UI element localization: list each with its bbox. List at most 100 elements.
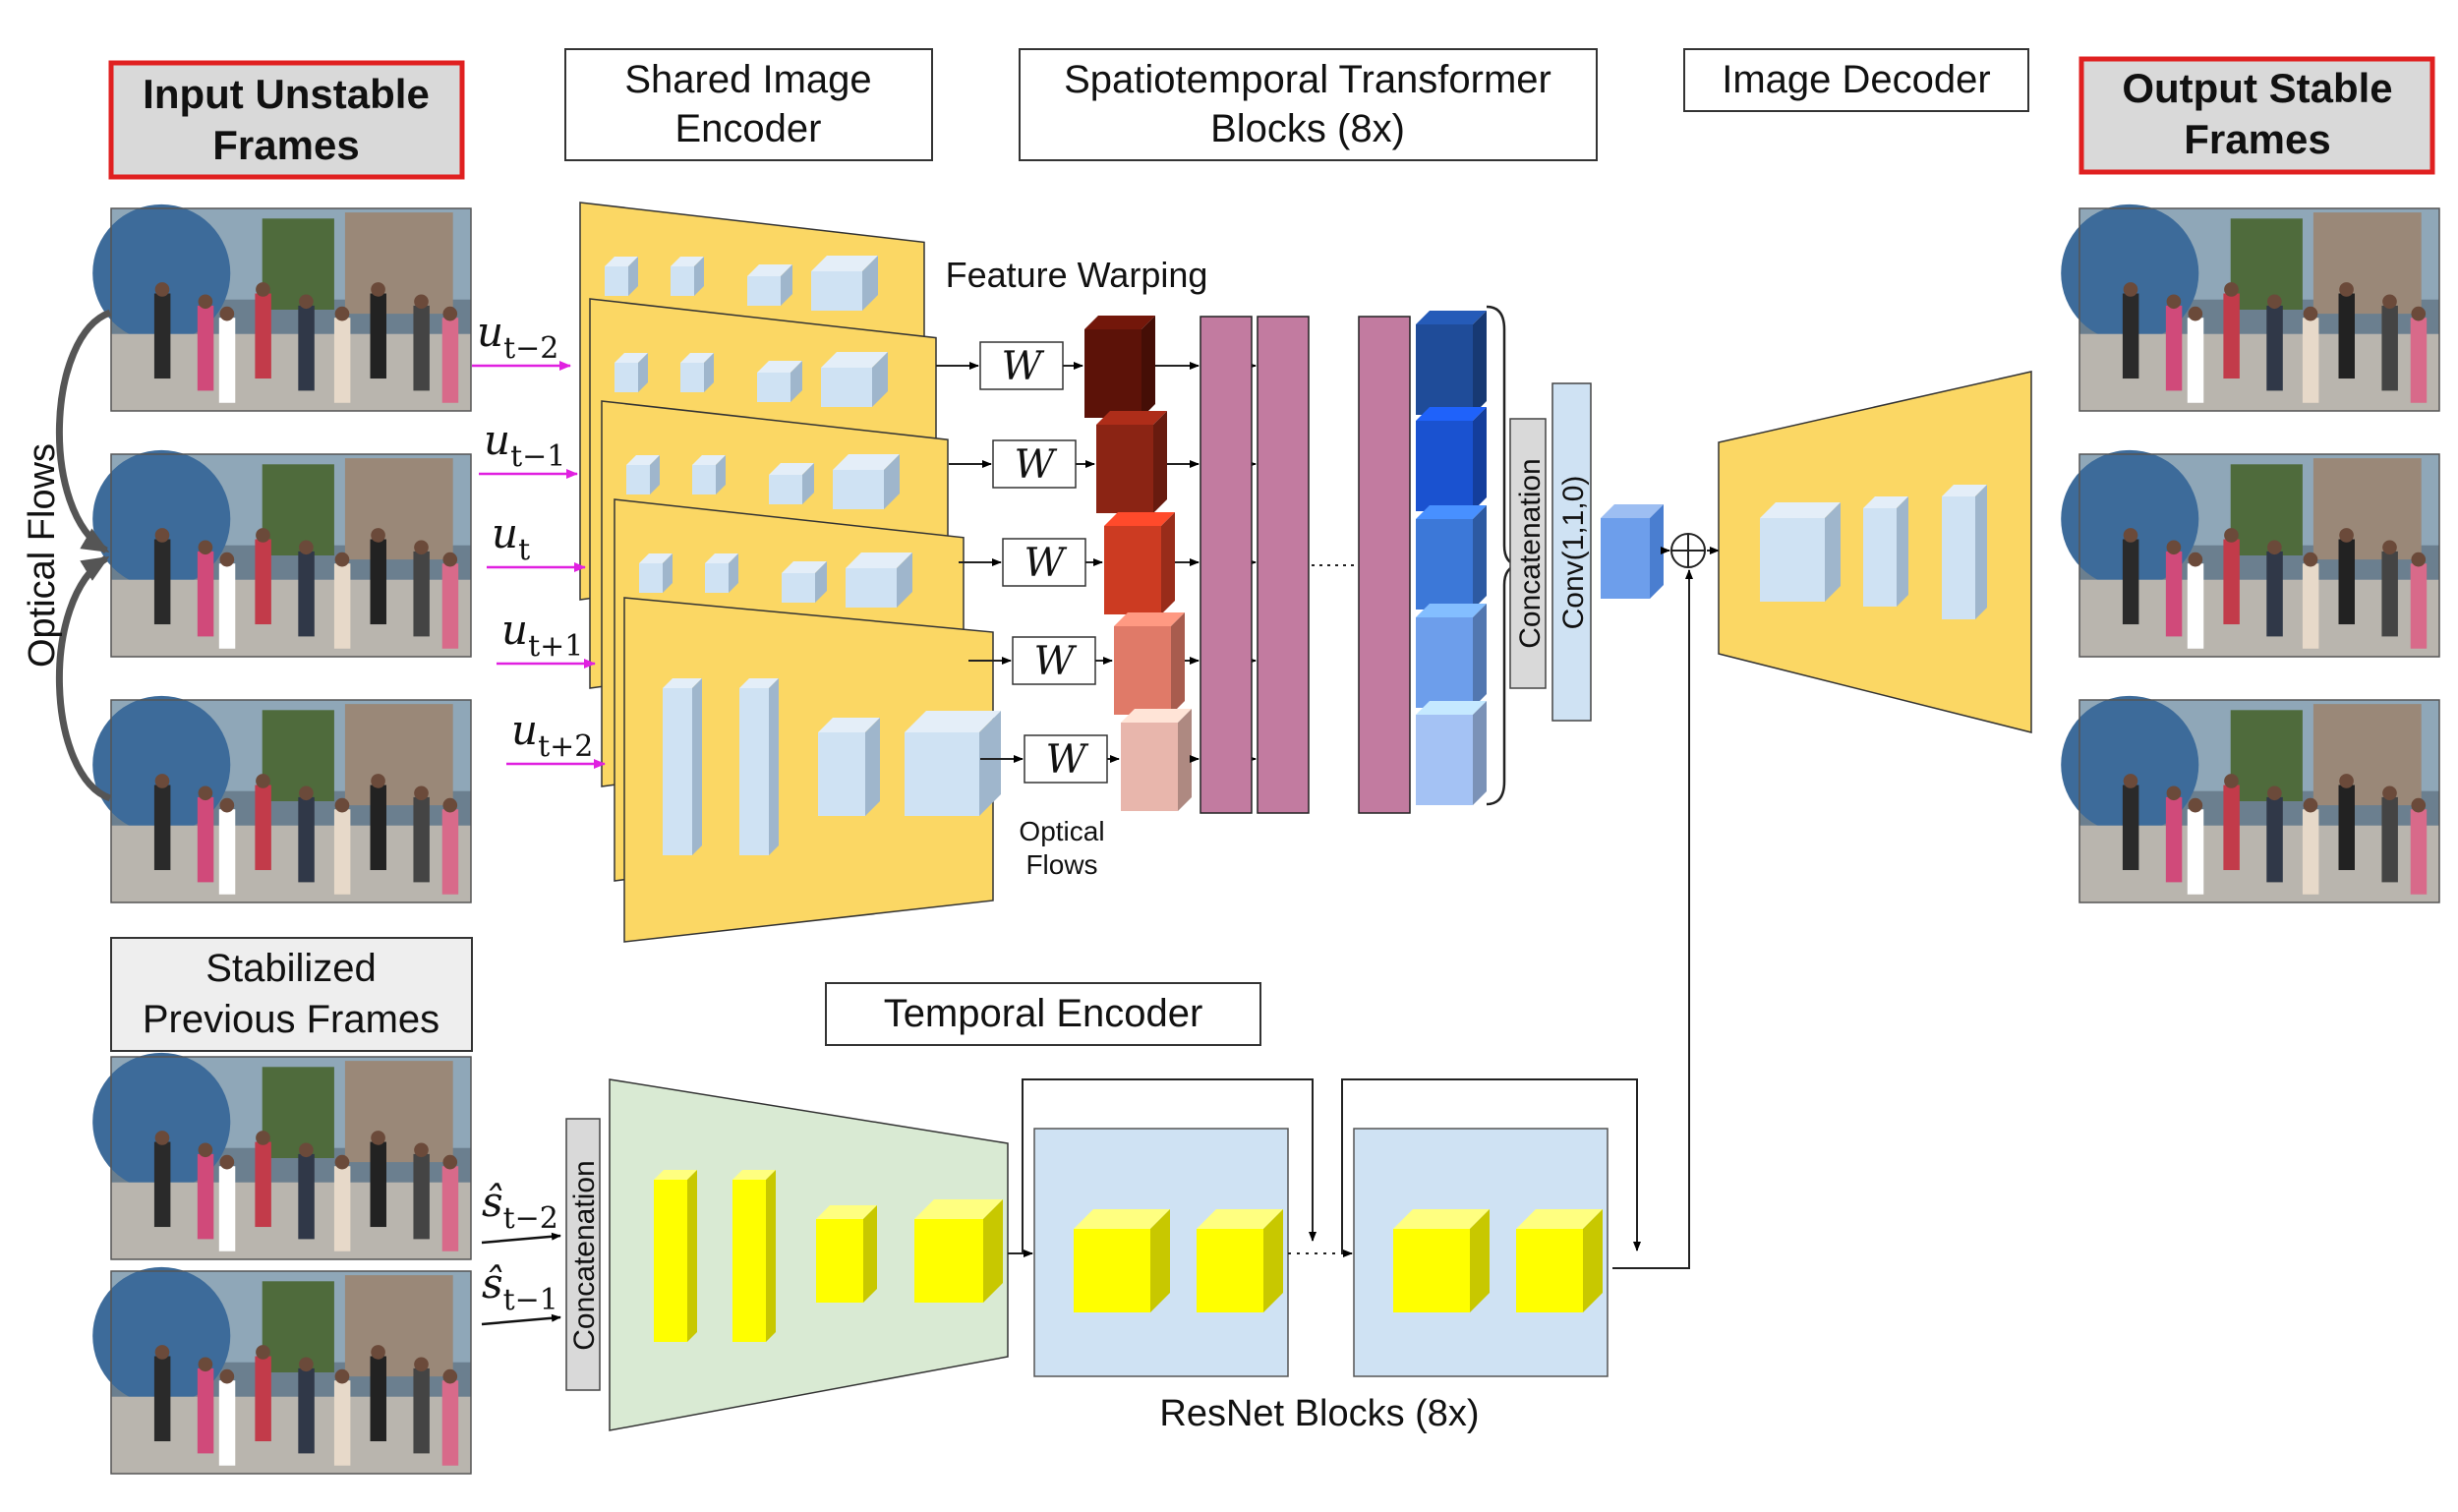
encoder-cube bbox=[769, 463, 814, 504]
resnet-cube bbox=[1516, 1209, 1603, 1312]
transformer-bar-3 bbox=[1358, 316, 1411, 814]
output-frame-1 bbox=[2061, 204, 2440, 412]
feature-warping-label: Feature Warping bbox=[946, 255, 1208, 295]
encoder-cube bbox=[821, 352, 888, 407]
warped-feature-4 bbox=[1114, 612, 1185, 715]
warp-row-1: W bbox=[936, 316, 1200, 418]
input-frame-3 bbox=[92, 695, 472, 903]
bottom-concatenation-block: Concatenation bbox=[565, 1118, 601, 1391]
svg-text:ut−1: ut−1 bbox=[484, 416, 565, 474]
encoder-cube bbox=[680, 353, 714, 392]
encoder-layer-5 bbox=[623, 597, 1001, 943]
prev-label-1: ŝt−2 bbox=[481, 1178, 561, 1245]
temporal-cube-4 bbox=[914, 1199, 1003, 1303]
temporal-encoder bbox=[609, 1078, 1009, 1431]
optical-flow-curves bbox=[55, 309, 112, 802]
encoder-cube bbox=[663, 678, 702, 855]
transformer-feature-2 bbox=[1416, 407, 1487, 511]
conv-label: Conv(1,1,0) bbox=[1557, 476, 1590, 630]
optical-flows-label: Optical Flows bbox=[22, 443, 63, 668]
warped-feature-1 bbox=[1084, 316, 1155, 418]
transformer-bar-2 bbox=[1257, 316, 1310, 814]
flow-label-2: ut−1 bbox=[479, 416, 578, 479]
transformer-feature-4 bbox=[1416, 604, 1487, 708]
temporal-cube-1 bbox=[654, 1170, 697, 1342]
skip-connector bbox=[1612, 569, 1693, 1269]
warp-op-box bbox=[979, 341, 1064, 390]
warp-row-2: W bbox=[949, 411, 1200, 513]
warp-op-box bbox=[1002, 538, 1086, 587]
conv-block: Conv(1,1,0) bbox=[1551, 382, 1592, 722]
input-frames bbox=[92, 204, 472, 903]
warped-feature-3 bbox=[1104, 512, 1175, 614]
encoder-cube bbox=[626, 455, 660, 494]
encoder-cube bbox=[905, 711, 1001, 816]
input-frame-1 bbox=[92, 204, 472, 412]
image-decoder-title-box: Image Decoder bbox=[1683, 48, 2029, 112]
encoder-cube bbox=[782, 561, 827, 603]
warp-symbol: W bbox=[1014, 442, 1057, 488]
encoder-cube bbox=[833, 454, 900, 509]
warp-symbol: W bbox=[1045, 737, 1088, 783]
resnet-label: ResNet Blocks (8x) bbox=[1159, 1393, 1479, 1434]
encoder-cube bbox=[747, 264, 792, 306]
svg-text:ut+1: ut+1 bbox=[501, 606, 583, 664]
warped-feature-5 bbox=[1121, 709, 1192, 811]
resnet-block-2 bbox=[1353, 1128, 1609, 1377]
input-frame-2 bbox=[92, 449, 472, 658]
decoder-cube-1 bbox=[1760, 502, 1841, 602]
temporal-encoder-title-box: Temporal Encoder bbox=[825, 982, 1261, 1046]
encoder-cube bbox=[811, 256, 878, 311]
output-frame-2 bbox=[2061, 449, 2440, 658]
encoder-cube bbox=[818, 718, 880, 816]
warp-row-3: W bbox=[959, 512, 1200, 614]
transformer-output-features bbox=[1416, 311, 1487, 805]
warp-row-4: W bbox=[968, 612, 1200, 715]
warp-symbol: W bbox=[1024, 541, 1067, 586]
oplus-node bbox=[1670, 533, 1706, 568]
encoder-cube bbox=[705, 553, 738, 593]
warp-symbol: W bbox=[1001, 344, 1044, 389]
svg-text:ŝt−1: ŝt−1 bbox=[482, 1259, 558, 1317]
flow-label-5: ut+2 bbox=[506, 706, 606, 769]
output-frames bbox=[2061, 204, 2440, 903]
resnet-blocks bbox=[1008, 1078, 1641, 1377]
previous-frame-2 bbox=[92, 1266, 472, 1475]
image-decoder-title: Image Decoder bbox=[1722, 58, 1990, 101]
warped-feature-2 bbox=[1096, 411, 1167, 513]
flow-label-4: ut+1 bbox=[497, 606, 596, 669]
resnet-cube bbox=[1393, 1209, 1490, 1312]
temporal-cube-2 bbox=[732, 1170, 776, 1342]
concatenation-block: Concatenation bbox=[1509, 418, 1547, 689]
previous-frames bbox=[92, 1052, 472, 1475]
svg-text:ŝt−2: ŝt−2 bbox=[482, 1178, 558, 1236]
resnet-block-1 bbox=[1033, 1128, 1289, 1377]
prev-label-2: ŝt−1 bbox=[481, 1259, 561, 1326]
encoder-cube bbox=[671, 257, 704, 296]
decoder-cube-2 bbox=[1863, 496, 1908, 607]
temporal-encoder-trapezoid bbox=[609, 1078, 1009, 1431]
encoder-cube bbox=[739, 678, 779, 855]
encoder-cube bbox=[846, 552, 912, 608]
temporal-encoder-title: Temporal Encoder bbox=[884, 992, 1203, 1035]
resnet-cube bbox=[1197, 1209, 1283, 1312]
encoder-cube bbox=[639, 553, 673, 593]
fused-feature-cube bbox=[1601, 504, 1664, 599]
transformer-feature-5 bbox=[1416, 701, 1487, 805]
svg-text:ut+2: ut+2 bbox=[511, 706, 593, 764]
transformer-feature-3 bbox=[1416, 505, 1487, 610]
shared-image-encoder bbox=[579, 202, 1001, 943]
flow-label-1: ut−2 bbox=[472, 308, 571, 371]
image-decoder bbox=[1718, 371, 2032, 733]
transformer-feature-1 bbox=[1416, 311, 1487, 415]
